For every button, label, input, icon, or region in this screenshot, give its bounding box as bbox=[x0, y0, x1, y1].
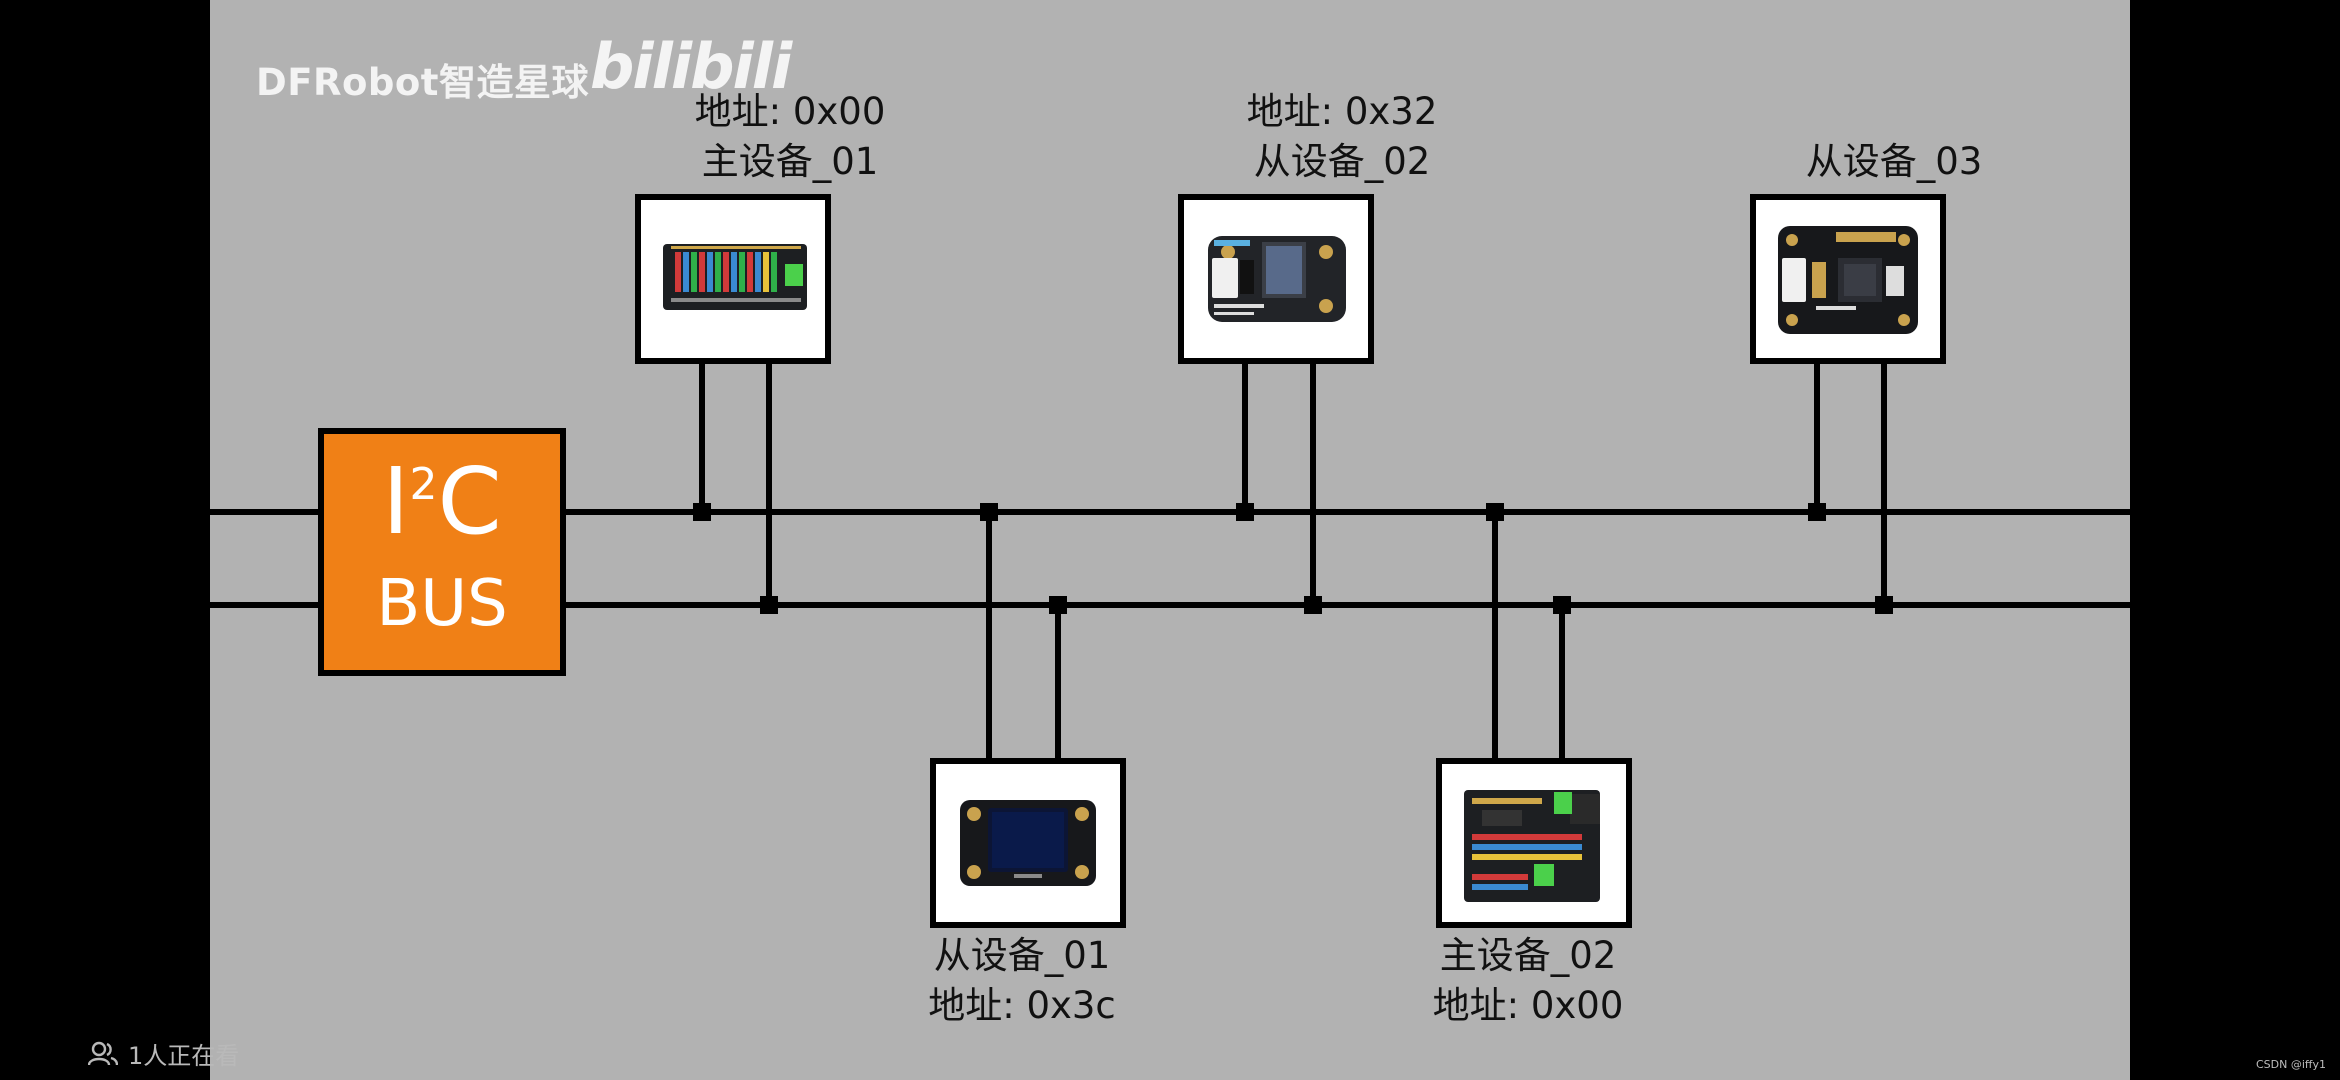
junction bbox=[1236, 503, 1254, 521]
pin-rows bbox=[1472, 834, 1582, 890]
i2c-bus-block: I2C BUS bbox=[318, 428, 566, 676]
wire-master01-b bbox=[766, 358, 772, 605]
bus-subtitle: BUS bbox=[376, 567, 508, 641]
bilibili-logo: bilibili bbox=[590, 30, 792, 103]
slave01-device-card bbox=[930, 758, 1126, 928]
master02-address: 地址: 0x00 bbox=[1432, 984, 1624, 1027]
junction bbox=[1808, 503, 1826, 521]
slave02-device-card bbox=[1178, 194, 1374, 364]
viewer-count: 1人正在看 bbox=[88, 1036, 239, 1071]
slave01-address: 地址: 0x3c bbox=[928, 984, 1116, 1027]
wire-slave03-b bbox=[1881, 358, 1887, 605]
wire-slave02-a bbox=[1242, 358, 1248, 512]
master01-device-card bbox=[635, 194, 831, 364]
rtc-module-icon bbox=[1208, 236, 1346, 322]
junction bbox=[693, 503, 711, 521]
bus-line-top bbox=[210, 509, 2130, 515]
viewers-icon bbox=[88, 1041, 118, 1065]
junction bbox=[1553, 596, 1571, 614]
pin-headers bbox=[675, 252, 777, 292]
wire-slave03-a bbox=[1814, 358, 1820, 512]
bus-line-bottom bbox=[210, 602, 2130, 608]
master01-name: 主设备_01 bbox=[701, 140, 879, 183]
master02-device-card bbox=[1436, 758, 1632, 928]
csdn-credit: CSDN @iffy1 bbox=[2255, 1058, 2326, 1071]
slave03-name: 从设备_03 bbox=[1805, 140, 1983, 183]
junction bbox=[1049, 596, 1067, 614]
junction bbox=[980, 503, 998, 521]
i2c-diagram: DFRobot智造星球 bilibili I2C BUS 地址: 0x00 主设… bbox=[210, 0, 2130, 1080]
wire-master02-a bbox=[1492, 512, 1498, 762]
io-expansion-shield-icon bbox=[1464, 790, 1600, 902]
wire-slave02-b bbox=[1310, 358, 1316, 605]
slave01-name: 从设备_01 bbox=[933, 934, 1111, 977]
slave02-name: 从设备_02 bbox=[1253, 140, 1431, 183]
wire-master02-b bbox=[1559, 605, 1565, 762]
master02-name: 主设备_02 bbox=[1439, 934, 1617, 977]
master01-address: 地址: 0x00 bbox=[694, 90, 886, 133]
wire-slave01-a bbox=[986, 512, 992, 762]
junction bbox=[1486, 503, 1504, 521]
watermark-text: DFRobot智造星球 bbox=[256, 61, 589, 104]
bus-title: I2C bbox=[382, 448, 502, 555]
i2c-uart-module-icon bbox=[1778, 226, 1918, 334]
wire-master01-a bbox=[699, 358, 705, 512]
expansion-shield-icon bbox=[663, 244, 807, 310]
oled-display-icon bbox=[960, 800, 1096, 886]
junction bbox=[760, 596, 778, 614]
slave02-address: 地址: 0x32 bbox=[1246, 90, 1438, 133]
viewer-count-text: 1人正在看 bbox=[128, 1042, 240, 1070]
junction bbox=[1875, 596, 1893, 614]
junction bbox=[1304, 596, 1322, 614]
slave03-device-card bbox=[1750, 194, 1946, 364]
wire-slave01-b bbox=[1055, 605, 1061, 762]
